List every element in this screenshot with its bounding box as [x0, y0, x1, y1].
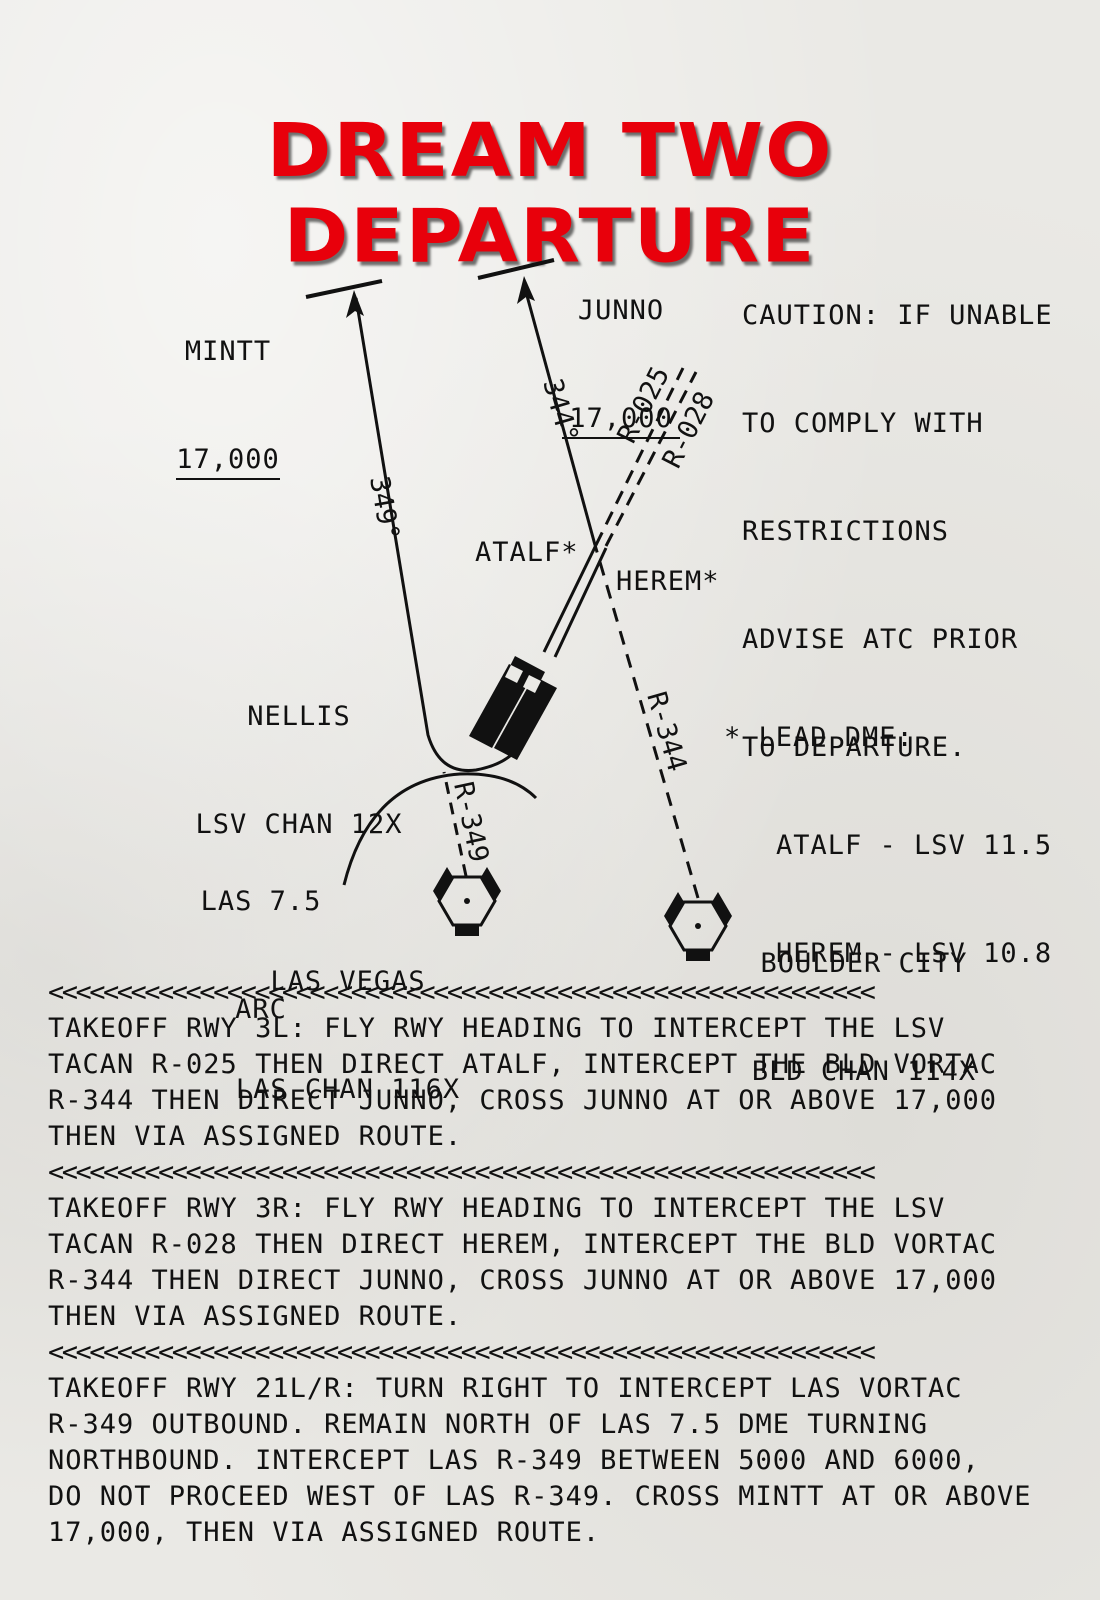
procedure-rwy-3r: TAKEOFF RWY 3R: FLY RWY HEADING TO INTER…	[48, 1191, 1068, 1335]
rwy3l-departure-line	[542, 544, 598, 653]
procedure-line: TAKEOFF RWY 21L/R: TURN RIGHT TO INTERCE…	[48, 1373, 963, 1404]
procedure-line: DO NOT PROCEED WEST OF LAS R-349. CROSS …	[48, 1481, 1032, 1512]
procedure-line: 17,000, THEN VIA ASSIGNED ROUTE.	[48, 1517, 601, 1548]
boulder-city-channel: BLD CHAN 114X	[751, 1056, 977, 1087]
las-arc-line1: LAS 7.5	[200, 886, 322, 917]
caution-line: ADVISE ATC PRIOR	[742, 624, 1019, 655]
course-344-line	[524, 291, 597, 546]
nellis-name: NELLIS	[247, 701, 351, 732]
procedure-line: THEN VIA ASSIGNED ROUTE.	[48, 1121, 463, 1152]
junno-label: JUNNO 17,000	[562, 221, 680, 475]
procedure-line: TACAN R-028 THEN DIRECT HEREM, INTERCEPT…	[48, 1229, 998, 1260]
junno-altitude: 17,000	[562, 401, 680, 439]
caution-line: CAUTION: IF UNABLE	[742, 300, 1053, 331]
procedure-line: R-344 THEN DIRECT JUNNO, CROSS JUNNO AT …	[48, 1085, 998, 1116]
lsv-r025-dashed-line	[594, 367, 685, 546]
nellis-channel: LSV CHAN 12X	[195, 809, 403, 840]
mintt-altitude: 17,000	[176, 442, 280, 480]
caution-note: CAUTION: IF UNABLE TO COMPLY WITH RESTRI…	[742, 226, 1053, 802]
atalf-label: ATALF*	[475, 537, 579, 568]
las-vegas-label: LAS VEGAS LAS CHAN 116X	[232, 892, 464, 1144]
rwy3r-departure-line	[553, 547, 608, 658]
procedures-section: <<<<<<<<<<<<<<<<<<<<<<<<<<<<<<<<<<<<<<<<…	[48, 975, 1068, 1551]
mintt-label: MINTT 17,000	[176, 262, 280, 516]
procedure-line: TACAN R-025 THEN DIRECT ATALF, INTERCEPT…	[48, 1049, 998, 1080]
course-349-label: 349°	[363, 474, 405, 543]
nellis-runways-icon	[469, 656, 557, 760]
separator: <<<<<<<<<<<<<<<<<<<<<<<<<<<<<<<<<<<<<<<<…	[48, 977, 876, 1008]
procedure-line: THEN VIA ASSIGNED ROUTE.	[48, 1301, 463, 1332]
procedure-line: NORTHBOUND. INTERCEPT LAS R-349 BETWEEN …	[48, 1445, 980, 1476]
procedure-rwy-21lr: TAKEOFF RWY 21L/R: TURN RIGHT TO INTERCE…	[48, 1371, 1068, 1551]
las-vegas-channel: LAS CHAN 116X	[235, 1074, 461, 1105]
caution-line: TO DEPARTURE.	[742, 732, 967, 763]
caution-line: RESTRICTIONS	[742, 516, 950, 547]
las-vegas-name: LAS VEGAS	[270, 966, 426, 997]
lead-dme-atalf: ATALF - LSV 11.5	[776, 830, 1053, 861]
separator: <<<<<<<<<<<<<<<<<<<<<<<<<<<<<<<<<<<<<<<<…	[48, 1157, 876, 1188]
junno-name: JUNNO	[577, 295, 665, 326]
lead-dme-herem: HEREM - LSV 10.8	[776, 938, 1053, 969]
r349-label: R-349	[447, 779, 494, 865]
las-vortac-icon	[433, 867, 501, 936]
course-344-arrow-icon	[517, 276, 535, 304]
caution-line: TO COMPLY WITH	[742, 408, 984, 439]
bld-vortac-icon	[664, 892, 732, 961]
lead-dme-note: * LEAD DME: ATALF - LSV 11.5 HEREM - LSV…	[724, 648, 1052, 1008]
lsv-r028-dashed-line	[604, 371, 698, 547]
procedure-rwy-3l: TAKEOFF RWY 3L: FLY RWY HEADING TO INTER…	[48, 1011, 1068, 1155]
bld-r344-dashed-line	[593, 544, 700, 899]
las-arc-label: LAS 7.5 ARC	[196, 812, 326, 1064]
boulder-city-label: BOULDER CITY BLD CHAN 114X	[748, 874, 980, 1126]
lead-dme-heading: * LEAD DME:	[724, 722, 914, 753]
departure-route-map: 349° 344° R-025 R-028 R-344 R-349	[305, 258, 732, 961]
nellis-label: NELLIS LSV CHAN 12X	[192, 627, 406, 879]
las-arc-line2: ARC	[235, 994, 287, 1025]
las-r349-dashed-line	[442, 771, 468, 877]
page-title: DREAM TWO DEPARTURE	[266, 108, 834, 280]
procedure-line: TAKEOFF RWY 3R: FLY RWY HEADING TO INTER…	[48, 1193, 946, 1224]
boulder-city-name: BOULDER CITY	[760, 948, 968, 979]
separator: <<<<<<<<<<<<<<<<<<<<<<<<<<<<<<<<<<<<<<<<…	[48, 1337, 876, 1368]
procedure-line: R-349 OUTBOUND. REMAIN NORTH OF LAS 7.5 …	[48, 1409, 929, 1440]
mintt-name: MINTT	[184, 336, 272, 367]
procedure-line: TAKEOFF RWY 3L: FLY RWY HEADING TO INTER…	[48, 1013, 946, 1044]
las-7-5-arc	[342, 772, 538, 886]
herem-label: HEREM*	[616, 566, 720, 597]
course-349-arrow-icon	[346, 290, 364, 318]
mintt-fix-bar	[305, 279, 383, 299]
junno-fix-bar	[477, 258, 555, 280]
procedure-line: R-344 THEN DIRECT JUNNO, CROSS JUNNO AT …	[48, 1265, 998, 1296]
